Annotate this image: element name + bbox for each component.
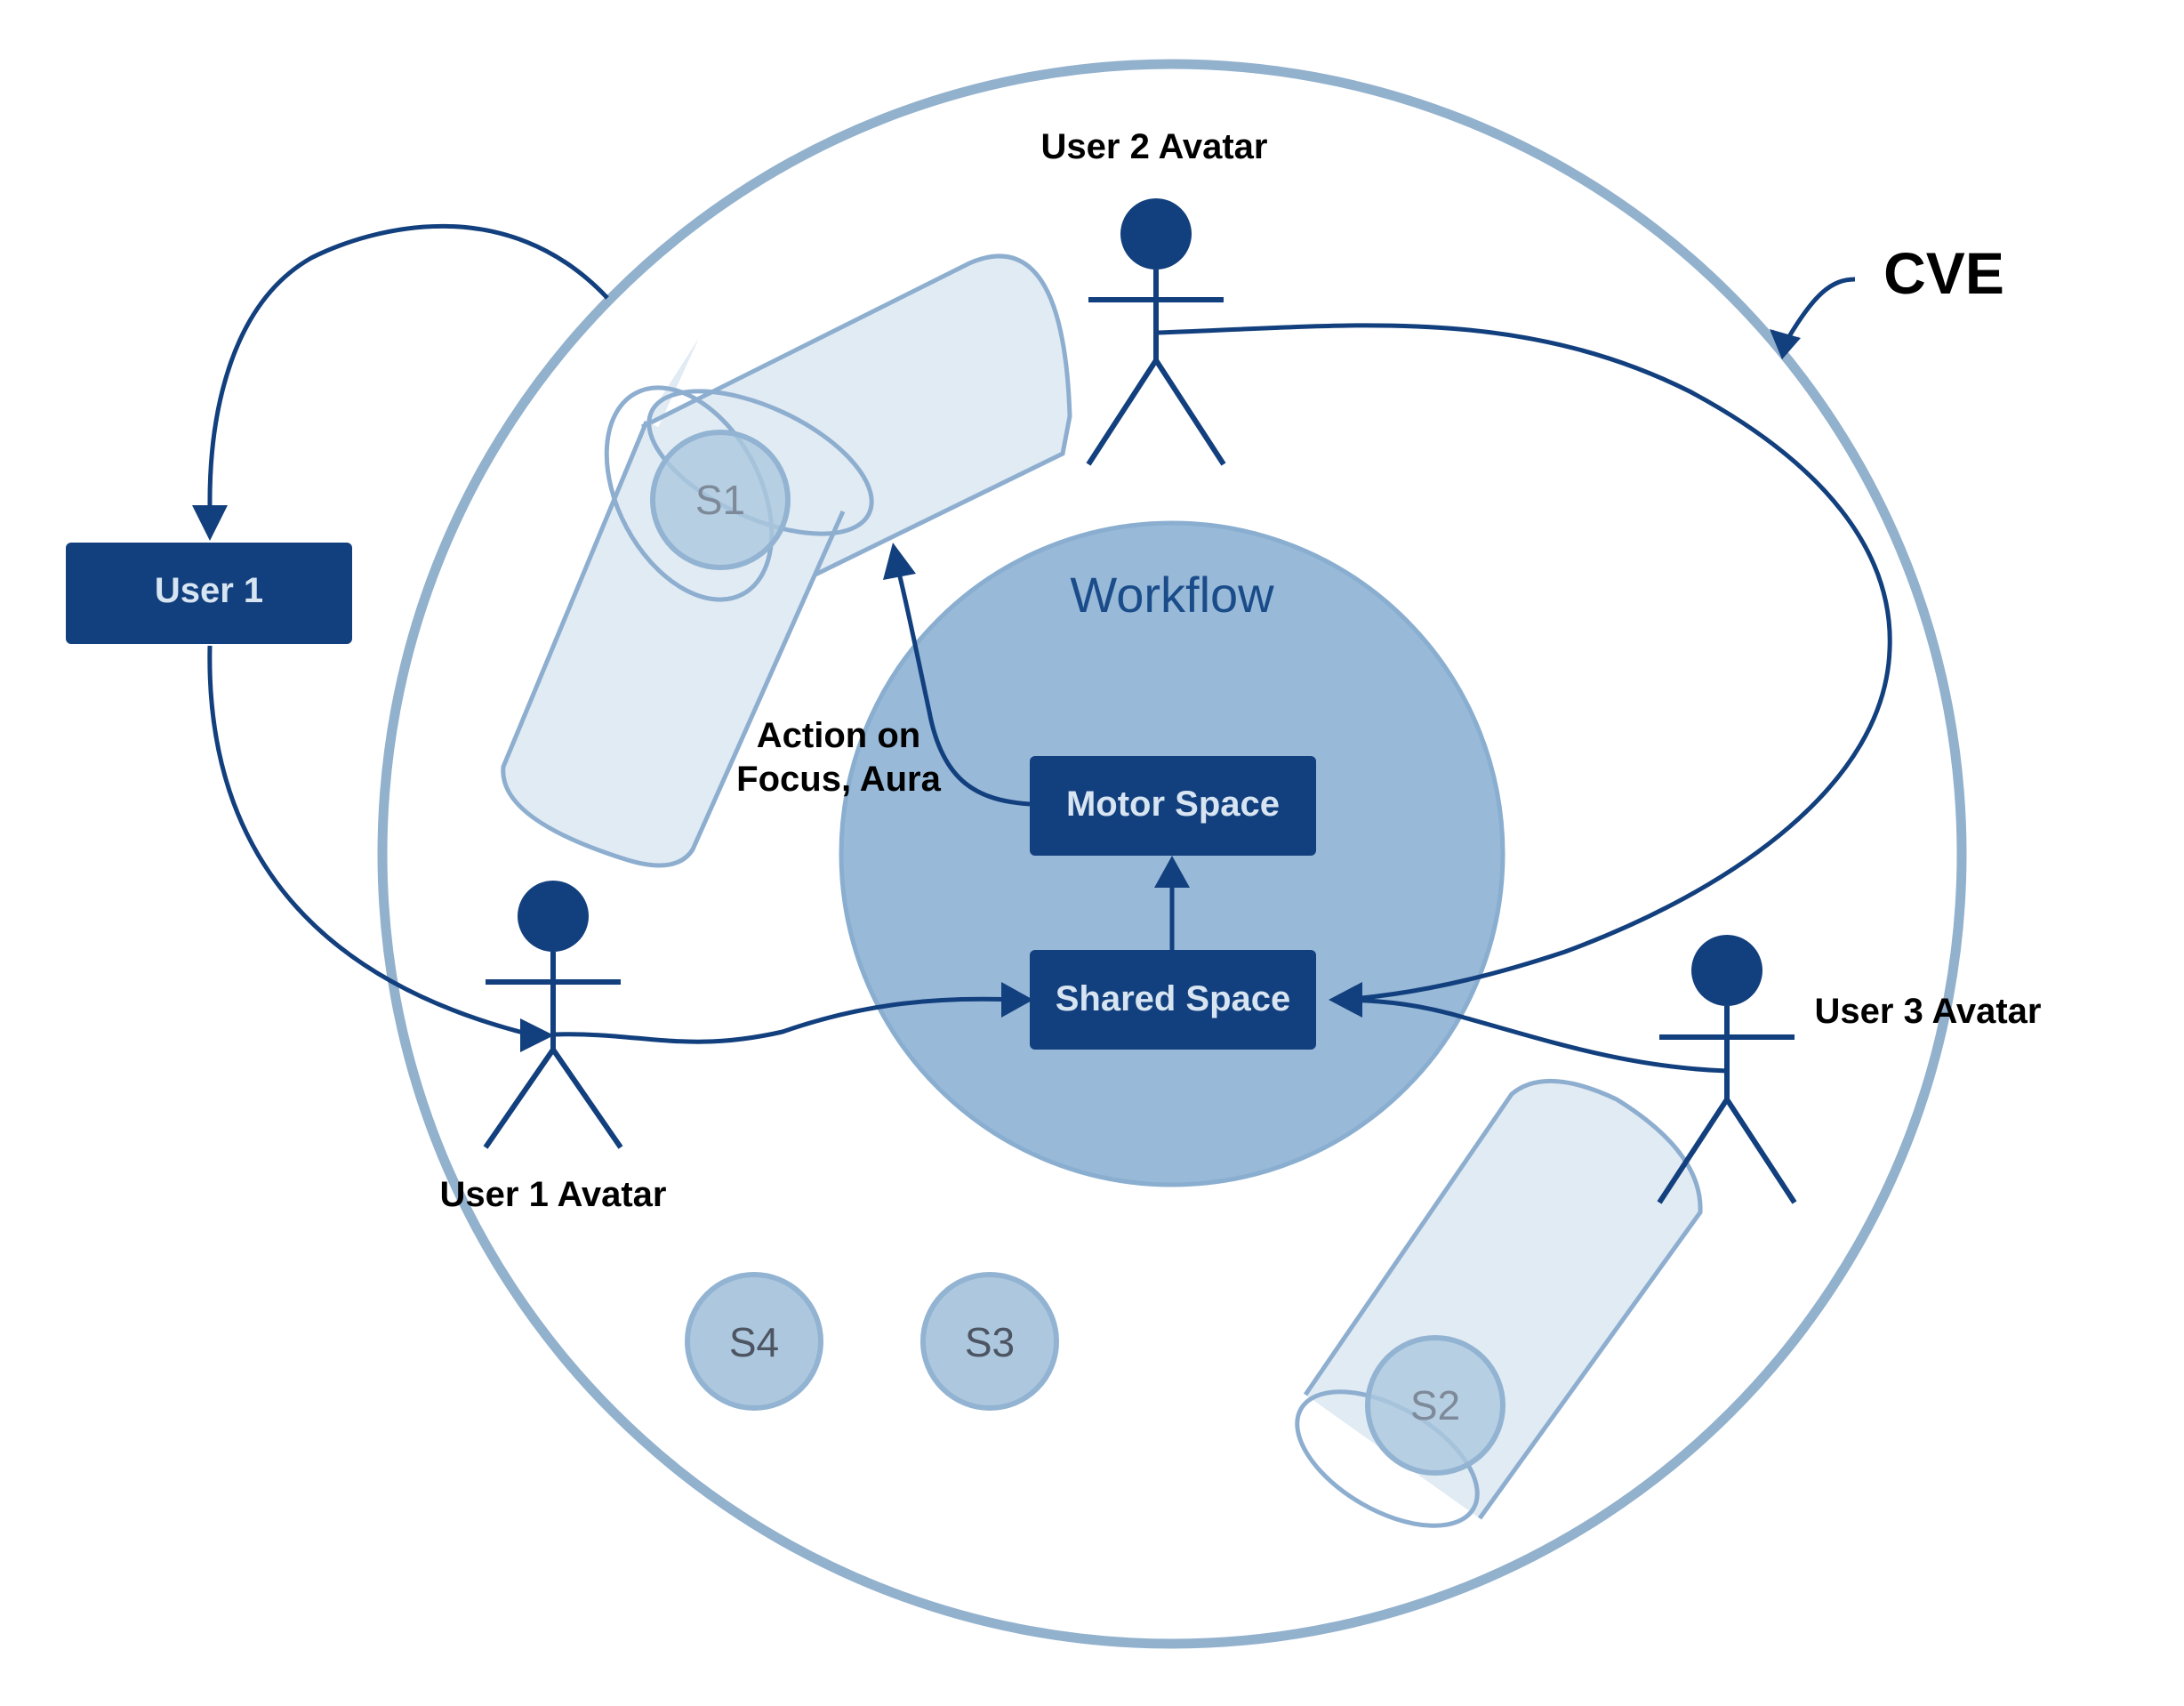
user3-avatar-label: User 3 Avatar <box>1815 992 2042 1031</box>
user3-avatar-figure <box>1657 935 1797 1204</box>
shared-space-label: Shared Space <box>1056 979 1291 1018</box>
s4-label: S4 <box>729 1319 779 1365</box>
connector-user3-to-shared <box>1342 997 1728 1074</box>
user1-box: User 1 <box>66 543 352 644</box>
connector-avatar1-to-shared <box>554 996 1015 1044</box>
user1-box-label: User 1 <box>155 571 263 610</box>
shared-space-box: Shared Space <box>1030 950 1316 1050</box>
action-label-line1: Action on <box>757 716 920 755</box>
connector-motor-to-s1 <box>895 568 1031 807</box>
arrowhead-s1 <box>883 543 916 580</box>
motor-space-box: Motor Space <box>1030 756 1316 856</box>
s1-sphere: S1 <box>650 430 791 570</box>
user1-avatar-figure <box>483 881 623 1149</box>
s3-sphere: S3 <box>920 1272 1059 1411</box>
user2-avatar-label: User 2 Avatar <box>1041 127 1268 166</box>
action-label-line2: Focus, Aura <box>736 760 941 799</box>
s1-label: S1 <box>695 477 745 523</box>
connector-user2-to-shared <box>1157 323 1892 1002</box>
arrowhead-motor <box>1154 856 1190 888</box>
connector-cve-to-user1 <box>207 223 609 508</box>
arrowhead-shared-right <box>1329 982 1362 1018</box>
arrowhead-user1-box <box>192 505 228 541</box>
cve-pointer <box>1783 277 1856 344</box>
connector-user1-to-avatar <box>207 645 534 1038</box>
s2-label: S2 <box>1410 1382 1460 1428</box>
arrowhead-shared-left <box>1001 982 1033 1018</box>
workflow-label: Workflow <box>1070 567 1274 623</box>
motor-space-label: Motor Space <box>1066 785 1280 824</box>
s4-sphere: S4 <box>685 1272 823 1411</box>
s3-label: S3 <box>965 1319 1015 1365</box>
s2-sphere: S2 <box>1365 1335 1506 1476</box>
user1-avatar-label: User 1 Avatar <box>440 1175 667 1214</box>
cve-label: CVE <box>1883 240 2004 306</box>
arrowhead-user1-avatar <box>520 1018 554 1052</box>
user2-avatar-figure <box>1086 198 1226 466</box>
